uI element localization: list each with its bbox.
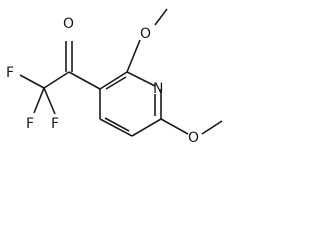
- molecule-svg: O O N O F F F: [6, 8, 223, 146]
- ring-bond-c5-c4-inner: [104, 117, 130, 132]
- molecule-structure-diagram: O O N O F F F: [6, 8, 223, 146]
- bond-lines: [19, 8, 223, 137]
- bond-c2-o: [126, 39, 141, 73]
- atom-label-nitrogen: N: [153, 81, 163, 97]
- atom-label-fluorine-1: F: [6, 65, 14, 81]
- ring-bond-c5-c4: [99, 118, 133, 137]
- bond-c-f-right: [33, 87, 45, 114]
- bond-carbonyl-to-cf3: [43, 71, 70, 89]
- ring-bond-c6-c5: [131, 118, 162, 137]
- atom-label-fluorine-3: F: [26, 116, 34, 132]
- bond-c-f-down: [43, 87, 56, 115]
- ring-bond-c3-c2-inner: [105, 76, 127, 90]
- bond-o-ch3-top: [154, 8, 168, 26]
- ring-bond-c3-c2: [99, 71, 128, 90]
- bond-o-ch3-right: [201, 120, 223, 135]
- atom-label-oxygen-methoxy-6: O: [188, 130, 199, 146]
- atom-label-oxygen-ketone: O: [63, 16, 74, 32]
- atom-labels: O O N O F F F: [6, 16, 199, 146]
- ring-bond-c2-n: [126, 71, 156, 87]
- atom-label-oxygen-methoxy-2: O: [140, 26, 151, 42]
- bond-carbonyl-to-ring: [68, 71, 101, 90]
- atom-label-fluorine-2: F: [51, 116, 59, 132]
- bond-c-f-left: [19, 74, 45, 89]
- bond-c6-o: [160, 118, 189, 135]
